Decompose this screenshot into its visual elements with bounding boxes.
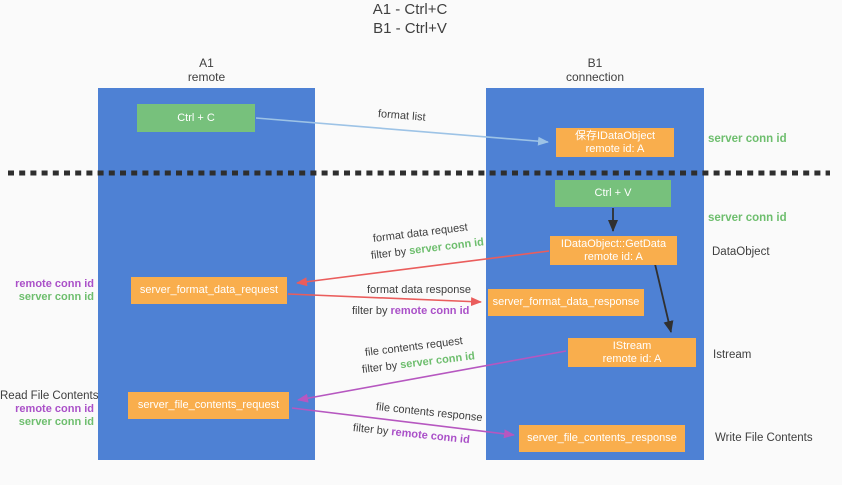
annotation-group-file-conn-ids: Read File Contents remote conn id server… bbox=[0, 390, 99, 429]
node-ctrl-v-label: Ctrl + V bbox=[594, 187, 632, 199]
annotation-server-conn-id: server conn id bbox=[18, 291, 94, 303]
label-filter-by-text: filter by bbox=[370, 245, 410, 262]
annotation-remote-conn-id: remote conn id bbox=[15, 403, 94, 415]
label-filter-by-text: filter by bbox=[361, 359, 401, 376]
label-format-list: format list bbox=[377, 108, 427, 124]
label-format-data-response: format data response bbox=[367, 284, 471, 296]
node-idataobject-getdata: IDataObject::GetData remote id: A bbox=[550, 236, 677, 265]
label-filter-by-remote-conn-id-2: filter by remote conn id bbox=[352, 422, 470, 446]
lane-a1-subtitle: remote bbox=[187, 70, 226, 84]
diagram-title-line2: B1 - Ctrl+V bbox=[373, 20, 447, 37]
node-idataobject-getdata-line1: IDataObject::GetData bbox=[560, 237, 667, 250]
label-filter-by-text: filter by bbox=[352, 305, 391, 317]
diagram-title: A1 - Ctrl+C B1 - Ctrl+V bbox=[0, 0, 820, 38]
annotation-dataobject: DataObject bbox=[712, 246, 770, 258]
annotation-istream: Istream bbox=[713, 349, 752, 361]
annotation-server-conn-id-mid: server conn id bbox=[708, 212, 787, 224]
lane-b1-subtitle: connection bbox=[565, 70, 625, 84]
diagram-title-line1: A1 - Ctrl+C bbox=[372, 1, 448, 18]
node-ctrl-v: Ctrl + V bbox=[555, 180, 671, 207]
annotation-read-file-contents: Read File Contents bbox=[0, 390, 99, 402]
node-idataobject-getdata-line2: remote id: A bbox=[584, 250, 643, 263]
node-istream: IStream remote id: A bbox=[568, 338, 696, 367]
annotation-group-format-conn-ids: remote conn id server conn id bbox=[0, 278, 94, 304]
lane-header-b1: B1 connection bbox=[486, 56, 704, 84]
label-server-conn-id-text: server conn id bbox=[408, 236, 485, 258]
label-remote-conn-id-text: remote conn id bbox=[390, 305, 470, 317]
node-server-file-contents-request-label: server_file_contents_request bbox=[137, 399, 280, 411]
node-server-format-data-request-label: server_format_data_request bbox=[139, 284, 279, 296]
node-save-idataobject-line2: remote id: A bbox=[585, 142, 645, 155]
node-server-format-data-response: server_format_data_response bbox=[488, 289, 644, 316]
label-filter-by-remote-conn-id-1: filter by remote conn id bbox=[352, 305, 469, 317]
node-istream-line2: remote id: A bbox=[602, 352, 662, 365]
node-save-idataobject-line1: 保存IDataObject bbox=[574, 129, 656, 142]
annotation-server-conn-id-top: server conn id bbox=[708, 133, 787, 145]
node-server-file-contents-request: server_file_contents_request bbox=[128, 392, 289, 419]
lane-a1-title: A1 bbox=[199, 56, 214, 70]
label-file-contents-response: file contents response bbox=[375, 401, 484, 425]
node-ctrl-c: Ctrl + C bbox=[137, 104, 255, 132]
node-ctrl-c-label: Ctrl + C bbox=[177, 111, 215, 124]
node-istream-line1: IStream bbox=[612, 339, 652, 352]
node-server-format-data-response-label: server_format_data_response bbox=[492, 296, 640, 308]
node-server-format-data-request: server_format_data_request bbox=[131, 277, 287, 304]
annotation-server-conn-id: server conn id bbox=[18, 416, 94, 428]
lane-b1-title: B1 bbox=[587, 56, 603, 70]
node-save-idataobject: 保存IDataObject remote id: A bbox=[556, 128, 674, 157]
node-server-file-contents-response-label: server_file_contents_response bbox=[527, 432, 677, 444]
label-remote-conn-id-text: remote conn id bbox=[390, 426, 471, 447]
label-filter-by-text: filter by bbox=[352, 422, 392, 438]
node-server-file-contents-response: server_file_contents_response bbox=[519, 425, 685, 452]
annotation-write-file-contents: Write File Contents bbox=[715, 432, 813, 444]
lane-header-a1: A1 remote bbox=[98, 56, 315, 84]
annotation-remote-conn-id: remote conn id bbox=[15, 278, 94, 290]
